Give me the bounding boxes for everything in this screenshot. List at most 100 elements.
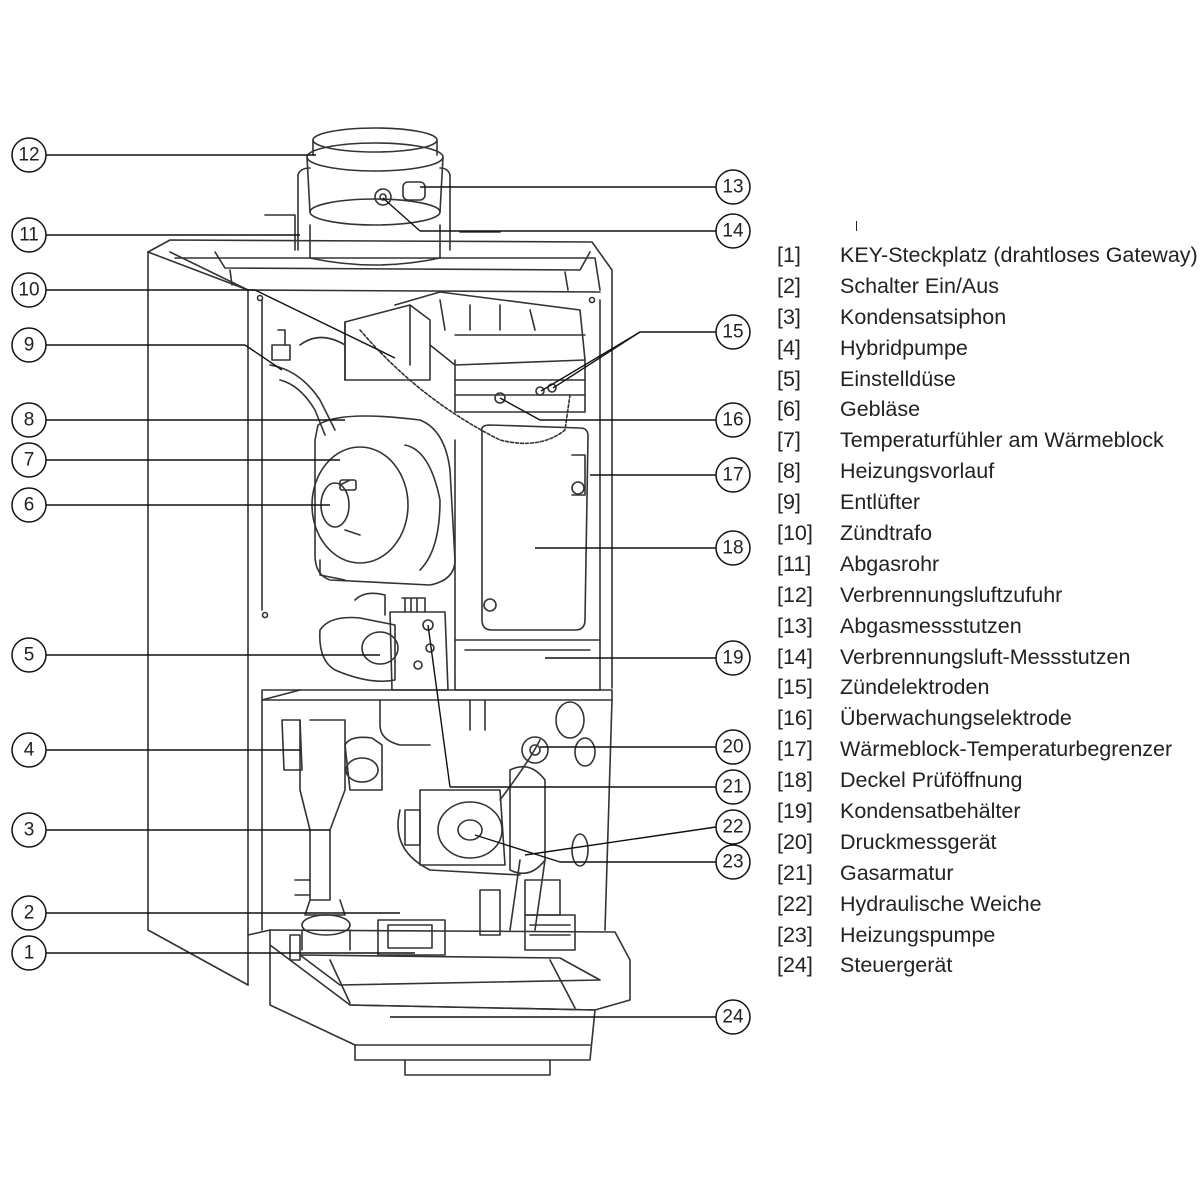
legend-number: [14] — [777, 644, 813, 669]
legend-item: [19] Kondensatbehälter — [777, 796, 1200, 827]
legend-label: Heizungspumpe — [840, 922, 996, 947]
callout-circle-3 — [11, 812, 47, 848]
callout-circle-24 — [715, 999, 751, 1035]
legend-number: [9] — [777, 490, 801, 515]
legend-number: [6] — [777, 397, 801, 422]
control-unit-drawing — [247, 914, 631, 1076]
legend-number: [21] — [777, 860, 813, 885]
callout-number-15: 15 — [722, 322, 743, 343]
callout-circle-19 — [715, 640, 751, 676]
callout-number-23: 23 — [722, 852, 743, 873]
legend-item: [21]Gasarmatur — [777, 858, 1200, 889]
callout-circle-1 — [11, 935, 47, 971]
heat-block-drawing — [344, 291, 601, 691]
fan-drawing — [311, 415, 456, 586]
legend-number: [8] — [777, 459, 801, 484]
legend-item: [3] Kondensatsiphon — [777, 302, 1200, 333]
legend-item: [5]Einstelldüse — [777, 364, 1200, 395]
legend-label: Hydraulische Weiche — [840, 891, 1042, 916]
callout-number-24: 24 — [722, 1007, 744, 1028]
legend-label: Druckmessgerät — [840, 829, 997, 854]
callout-circle-22 — [715, 809, 751, 845]
callout-number-2: 2 — [24, 903, 35, 924]
legend-label: Heizungsvorlauf — [840, 459, 995, 484]
legend-item: [16] Überwachungselektrode — [777, 703, 1200, 734]
callout-number-8: 8 — [24, 410, 35, 431]
legend-number: [11] — [777, 551, 812, 576]
legend-item: [2] Schalter Ein/Aus — [777, 271, 1200, 302]
lower-section-drawing — [261, 689, 613, 956]
legend-label: Zündtrafo — [840, 520, 933, 545]
legend-item: [14]Verbrennungsluft-Messstutzen — [777, 642, 1200, 673]
legend-label: Einstelldüse — [840, 366, 956, 391]
legend-number: [10] — [777, 520, 813, 545]
legend-label: Schalter Ein/Aus — [840, 273, 999, 298]
legend-label: Steuergerät — [840, 953, 953, 978]
callout-number-12: 12 — [18, 145, 39, 166]
legend-item: [7] Temperaturfühler am Wärmeblock — [777, 425, 1200, 456]
parts-legend: [1]KEY-Steckplatz (drahtloses Gateway) [… — [777, 240, 1200, 981]
legend-item: [12] Verbrennungsluftzufuhr — [777, 580, 1200, 611]
callout-number-18: 18 — [722, 538, 743, 559]
legend-label: KEY-Steckplatz (drahtloses Gateway) — [840, 242, 1198, 267]
legend-label: Abgasmessstutzen — [840, 613, 1022, 638]
legend-item: [1]KEY-Steckplatz (drahtloses Gateway) — [777, 240, 1200, 271]
legend-number: [2] — [777, 273, 801, 298]
legend-item: [15]Zündelektroden — [777, 672, 1200, 703]
callout-circle-23 — [715, 844, 751, 880]
legend-label: Kondensatbehälter — [840, 798, 1021, 823]
callout-number-5: 5 — [24, 645, 35, 666]
legend-tick-mark — [856, 221, 857, 231]
callout-number-21: 21 — [722, 777, 743, 798]
legend-number: [7] — [777, 428, 801, 453]
callout-circles — [11, 137, 751, 1035]
legend-number: [15] — [777, 675, 813, 700]
legend-item: [8] Heizungsvorlauf — [777, 456, 1200, 487]
legend-number: [19] — [777, 798, 813, 823]
callout-circle-7 — [11, 442, 47, 478]
legend-label: Deckel Prüföffnung — [840, 768, 1023, 793]
callout-circle-17 — [715, 457, 751, 493]
legend-number: [3] — [777, 304, 801, 329]
callout-circle-8 — [11, 402, 47, 438]
legend-number: [20] — [777, 829, 813, 854]
leader-lines — [46, 154, 717, 1018]
casing-drawing — [147, 239, 613, 986]
callout-number-10: 10 — [18, 280, 39, 301]
legend-item: [23]Heizungspumpe — [777, 920, 1200, 951]
legend-number: [4] — [777, 335, 801, 360]
callout-number-1: 1 — [24, 943, 35, 964]
legend-label: Überwachungselektrode — [840, 706, 1072, 731]
legend-item: [10] Zündtrafo — [777, 518, 1200, 549]
callout-circle-14 — [715, 213, 751, 249]
callout-circle-6 — [11, 487, 47, 523]
legend-item: [9]Entlüfter — [777, 487, 1200, 518]
legend-item: [22]Hydraulische Weiche — [777, 889, 1200, 920]
legend-label: Kondensatsiphon — [840, 304, 1007, 329]
legend-item: [18] Deckel Prüföffnung — [777, 765, 1200, 796]
legend-number: [16] — [777, 706, 813, 731]
legend-number: [17] — [777, 737, 813, 762]
legend-number: [13] — [777, 613, 813, 638]
callout-circle-21 — [715, 769, 751, 805]
callout-number-6: 6 — [24, 495, 35, 516]
legend-item: [20] Druckmessgerät — [777, 827, 1200, 858]
legend-item: [4]Hybridpumpe — [777, 333, 1200, 364]
legend-number: [24] — [777, 953, 813, 978]
legend-number: [18] — [777, 768, 813, 793]
callout-circle-18 — [715, 530, 751, 566]
callout-number-3: 3 — [24, 820, 35, 841]
callout-number-16: 16 — [722, 410, 743, 431]
callout-number-13: 13 — [722, 177, 743, 198]
legend-number: [12] — [777, 582, 813, 607]
legend-label: Verbrennungsluftzufuhr — [840, 582, 1063, 607]
legend-label: Temperaturfühler am Wärmeblock — [840, 428, 1164, 453]
legend-item: [17]Wärmeblock-Temperaturbegrenzer — [777, 734, 1200, 765]
legend-item: [6]Gebläse — [777, 394, 1200, 425]
callout-circle-10 — [11, 272, 47, 308]
callout-circle-20 — [715, 729, 751, 765]
callout-circle-11 — [11, 217, 47, 253]
callout-circle-2 — [11, 895, 47, 931]
legend-item: [13] Abgasmessstutzen — [777, 611, 1200, 642]
